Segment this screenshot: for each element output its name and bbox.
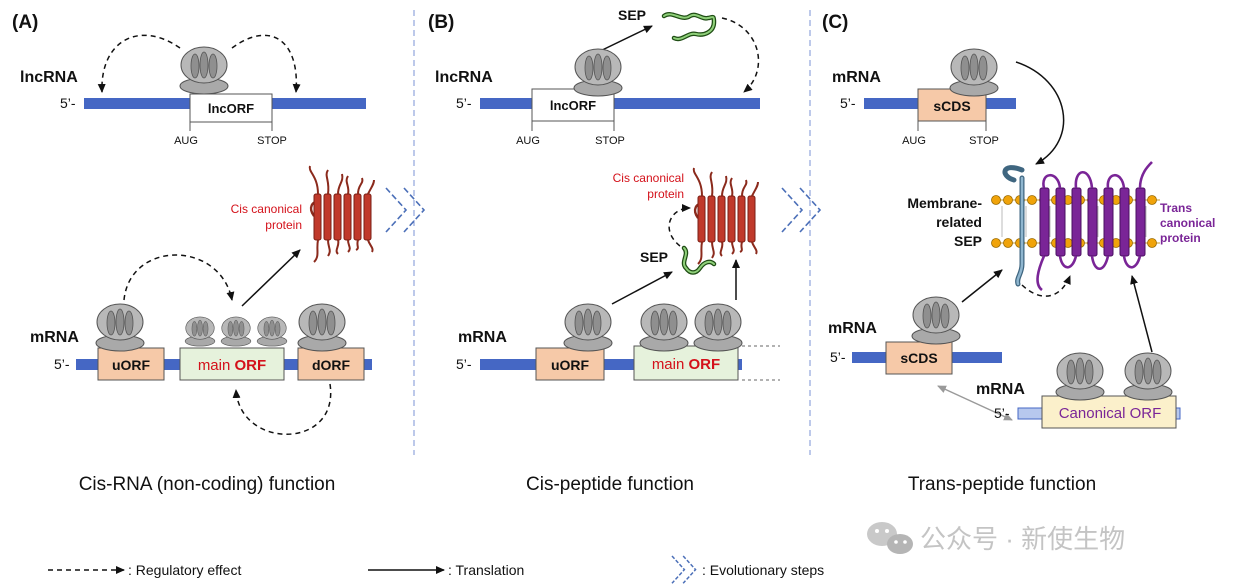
membrane-sep-icon xyxy=(1002,165,1025,287)
regulatory-arrow xyxy=(232,383,332,435)
panel-c-letter: (C) xyxy=(822,12,848,33)
protein-label-line2: protein xyxy=(265,218,302,232)
mrna-label: mRNA xyxy=(832,69,881,86)
lncorf-label: lncORF xyxy=(208,101,254,116)
aug-label: AUG xyxy=(516,135,540,147)
ribosome-icon xyxy=(573,48,623,97)
translation-arrow xyxy=(961,269,1003,303)
dorf-label: dORF xyxy=(312,357,351,373)
function-title-b: Cis-peptide function xyxy=(526,474,694,495)
legend: : Regulatory effect : Translation : Evol… xyxy=(48,555,824,584)
protein-label-line1: Cis canonical xyxy=(613,171,684,185)
ribosome-icon xyxy=(1055,352,1105,401)
lncrna-label: lncRNA xyxy=(435,69,493,86)
five-prime-label: 5’- xyxy=(456,356,472,372)
legend-translation: : Translation xyxy=(448,562,524,578)
function-title-c: Trans-peptide function xyxy=(908,474,1096,495)
panel-b-letter: (B) xyxy=(428,12,454,33)
translation-arrow xyxy=(611,271,673,305)
stop-label: STOP xyxy=(969,135,999,147)
five-prime-label: 5’- xyxy=(994,405,1010,421)
canonical-orf-label: Canonical ORF xyxy=(1059,405,1162,422)
watermark-text: 公众号 · 新使生物 xyxy=(920,524,1125,554)
function-title-a: Cis-RNA (non-coding) function xyxy=(79,474,336,495)
watermark: 公众号 · 新使生物 xyxy=(867,522,1125,554)
ribosome-icon xyxy=(911,296,961,345)
protein-label-line2: protein xyxy=(647,187,684,201)
five-prime-label: 5’- xyxy=(456,95,472,111)
trans-canonical-protein-icon xyxy=(1036,161,1153,292)
stop-label: STOP xyxy=(257,135,287,147)
translation-arrow xyxy=(241,249,301,307)
mrna-label: mRNA xyxy=(30,329,79,346)
uorf-label: uORF xyxy=(112,357,151,373)
mrna-strand xyxy=(480,359,742,370)
ribosome-icon xyxy=(297,303,347,352)
ribosome-icon xyxy=(179,46,229,95)
panel-a-letter: (A) xyxy=(12,12,38,33)
lncrna-label: lncRNA xyxy=(20,69,78,86)
five-prime-label: 5’- xyxy=(840,95,856,111)
ribosome-icon xyxy=(95,303,145,352)
translation-arrow xyxy=(1015,61,1065,165)
legend-evolutionary: : Evolutionary steps xyxy=(702,562,824,578)
aug-label: AUG xyxy=(902,135,926,147)
regulatory-arrow xyxy=(231,34,301,93)
lncrna-strand xyxy=(480,98,760,109)
trans-protein-label-3: protein xyxy=(1160,231,1201,245)
ribosome-icon xyxy=(563,303,613,352)
wechat-icon xyxy=(867,522,913,554)
regulatory-arrow xyxy=(1021,275,1071,297)
evolutionary-steps-icon xyxy=(781,187,821,233)
lncorf-box xyxy=(189,93,273,123)
trans-protein-label-2: canonical xyxy=(1160,216,1215,230)
protein-label-line1: Cis canonical xyxy=(231,202,302,216)
scds-label: sCDS xyxy=(933,98,970,114)
sep-label: SEP xyxy=(618,7,646,23)
membrane-sep-label-2: related xyxy=(936,214,982,230)
canonical-orf-box xyxy=(1041,395,1177,429)
translation-arrow xyxy=(1130,275,1153,353)
ribosome-icon xyxy=(639,303,689,352)
regulatory-arrow xyxy=(123,254,235,301)
main-orf-label: main ORF xyxy=(198,357,266,374)
aug-label: AUG xyxy=(174,135,198,147)
panel-a: (A) lncRNA 5’- lncORF AUG STOP Cis canon… xyxy=(12,12,425,495)
ribosome-icon xyxy=(1123,352,1173,401)
ribosome-icon xyxy=(949,48,999,97)
stop-label: STOP xyxy=(595,135,625,147)
ribosome-icon xyxy=(184,316,216,347)
sep-label: SEP xyxy=(640,249,668,265)
cis-canonical-protein-icon xyxy=(692,166,760,266)
mrna-label: mRNA xyxy=(458,329,507,346)
ribosome-icon xyxy=(693,303,743,352)
legend-chevron-icon xyxy=(671,555,697,584)
mrna-label: mRNA xyxy=(976,381,1025,398)
panel-b: (B) SEP lncRNA 5’- lncORF AUG STOP Cis c… xyxy=(428,7,821,495)
ribosome-icon xyxy=(220,316,252,347)
five-prime-label: 5’- xyxy=(830,349,846,365)
evolutionary-steps-icon xyxy=(385,187,425,233)
ribosome-icon xyxy=(256,316,288,347)
interaction-arrow xyxy=(937,385,1013,421)
membrane-sep-label-3: SEP xyxy=(954,233,982,249)
regulatory-arrow xyxy=(721,17,760,93)
membrane-sep-label-1: Membrane- xyxy=(907,195,982,211)
scds-label: sCDS xyxy=(900,350,937,366)
five-prime-label: 5’- xyxy=(60,95,76,111)
legend-regulatory: : Regulatory effect xyxy=(128,562,241,578)
uorf-label: uORF xyxy=(551,357,590,373)
mrna-label: mRNA xyxy=(828,320,877,337)
five-prime-label: 5’- xyxy=(54,356,70,372)
cis-canonical-protein-icon xyxy=(308,164,376,264)
regulatory-arrow xyxy=(97,34,181,93)
regulatory-arrow xyxy=(668,204,691,247)
main-orf-label: main ORF xyxy=(652,356,720,373)
lncorf-label: lncORF xyxy=(550,98,596,113)
trans-protein-label-1: Trans xyxy=(1160,201,1192,215)
main-orf-box xyxy=(179,347,285,381)
panel-c: (C) mRNA 5’- sCDS AUG STOP xyxy=(822,12,1215,495)
